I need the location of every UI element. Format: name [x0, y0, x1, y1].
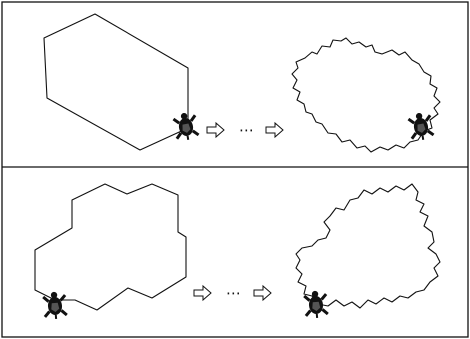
hollow-right-arrow-icon [253, 285, 272, 301]
hexagon-row: ⋯ [43, 13, 441, 153]
ellipsis: ⋯ [226, 284, 241, 302]
ellipsis: ⋯ [239, 121, 254, 139]
turtle-icon [406, 109, 436, 144]
turtle-icon [302, 288, 330, 321]
hexagon-shape [43, 13, 189, 151]
fractal-hexagon-shape [291, 37, 441, 153]
hollow-right-arrow-icon [193, 285, 212, 301]
hollow-right-arrow-icon [265, 122, 284, 138]
star-row: ⋯ [34, 183, 441, 322]
turtle-icon [171, 109, 201, 144]
hollow-right-arrow-icon [206, 122, 225, 138]
hexagram-outline-shape [34, 183, 187, 311]
fractal-star-shape [295, 183, 441, 309]
